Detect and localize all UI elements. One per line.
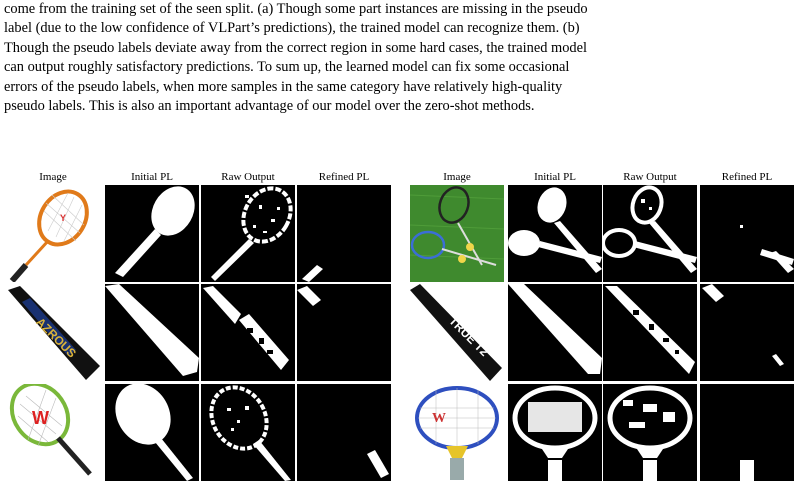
image-tennis-racket-right: W	[410, 384, 504, 481]
refined-pl-tennis-racket-right	[700, 384, 794, 481]
raw-output-tennis-racket-left	[201, 384, 295, 481]
initial-pl-baseball-bat-right	[508, 284, 602, 381]
initial-pl-rackets-grass	[508, 185, 602, 282]
col-header-image-left: Image	[39, 171, 67, 183]
text-line: errors of the pseudo labels, when more s…	[4, 78, 563, 95]
svg-text:W: W	[32, 408, 49, 428]
svg-text:Y: Y	[60, 213, 66, 223]
initial-pl-tennis-racket-right	[508, 384, 602, 481]
image-baseball-bat-left: AZROUS	[6, 284, 100, 381]
image-badminton-rackets-grass	[410, 185, 504, 282]
refined-pl-badminton-racket	[297, 185, 391, 282]
raw-output-baseball-bat-right	[603, 284, 697, 381]
refined-pl-baseball-bat-right	[700, 284, 794, 381]
image-tennis-racket-left: W	[6, 384, 100, 481]
body-paragraph: come from the training set of the seen s…	[4, 0, 800, 116]
text-line: can output roughly satisfactory predicti…	[4, 59, 570, 76]
col-header-image-right: Image	[443, 171, 471, 183]
text-line: pseudo labels. This is also an important…	[4, 98, 535, 115]
raw-output-baseball-bat-left	[201, 284, 295, 381]
initial-pl-badminton-racket	[105, 185, 199, 282]
col-header-initial-pl-right: Initial PL	[534, 171, 576, 183]
image-badminton-racket: Y	[6, 185, 100, 282]
text-line: come from the training set of the seen s…	[4, 1, 588, 17]
raw-output-tennis-racket-right	[603, 384, 697, 481]
raw-output-rackets-grass	[603, 185, 697, 282]
col-header-refined-pl-left: Refined PL	[318, 171, 370, 183]
initial-pl-tennis-racket-left	[105, 384, 199, 481]
refined-pl-rackets-grass	[700, 185, 794, 282]
text-line: label (due to the low confidence of VLPa…	[4, 20, 580, 37]
image-baseball-bat-right: TRUE T2	[410, 284, 504, 381]
col-header-refined-pl-right: Refined PL	[721, 171, 773, 183]
text-line: Though the pseudo labels deviate away fr…	[4, 39, 588, 56]
initial-pl-baseball-bat-left	[105, 284, 199, 381]
refined-pl-baseball-bat-left	[297, 284, 391, 381]
svg-text:W: W	[432, 411, 446, 426]
col-header-raw-output-left: Raw Output	[221, 171, 275, 183]
col-header-raw-output-right: Raw Output	[623, 171, 677, 183]
refined-pl-tennis-racket-left	[297, 384, 391, 481]
qualitative-figure: Image Initial PL Raw Output Refined PL I…	[0, 171, 804, 488]
raw-output-badminton-racket	[201, 185, 295, 282]
col-header-initial-pl-left: Initial PL	[131, 171, 173, 183]
